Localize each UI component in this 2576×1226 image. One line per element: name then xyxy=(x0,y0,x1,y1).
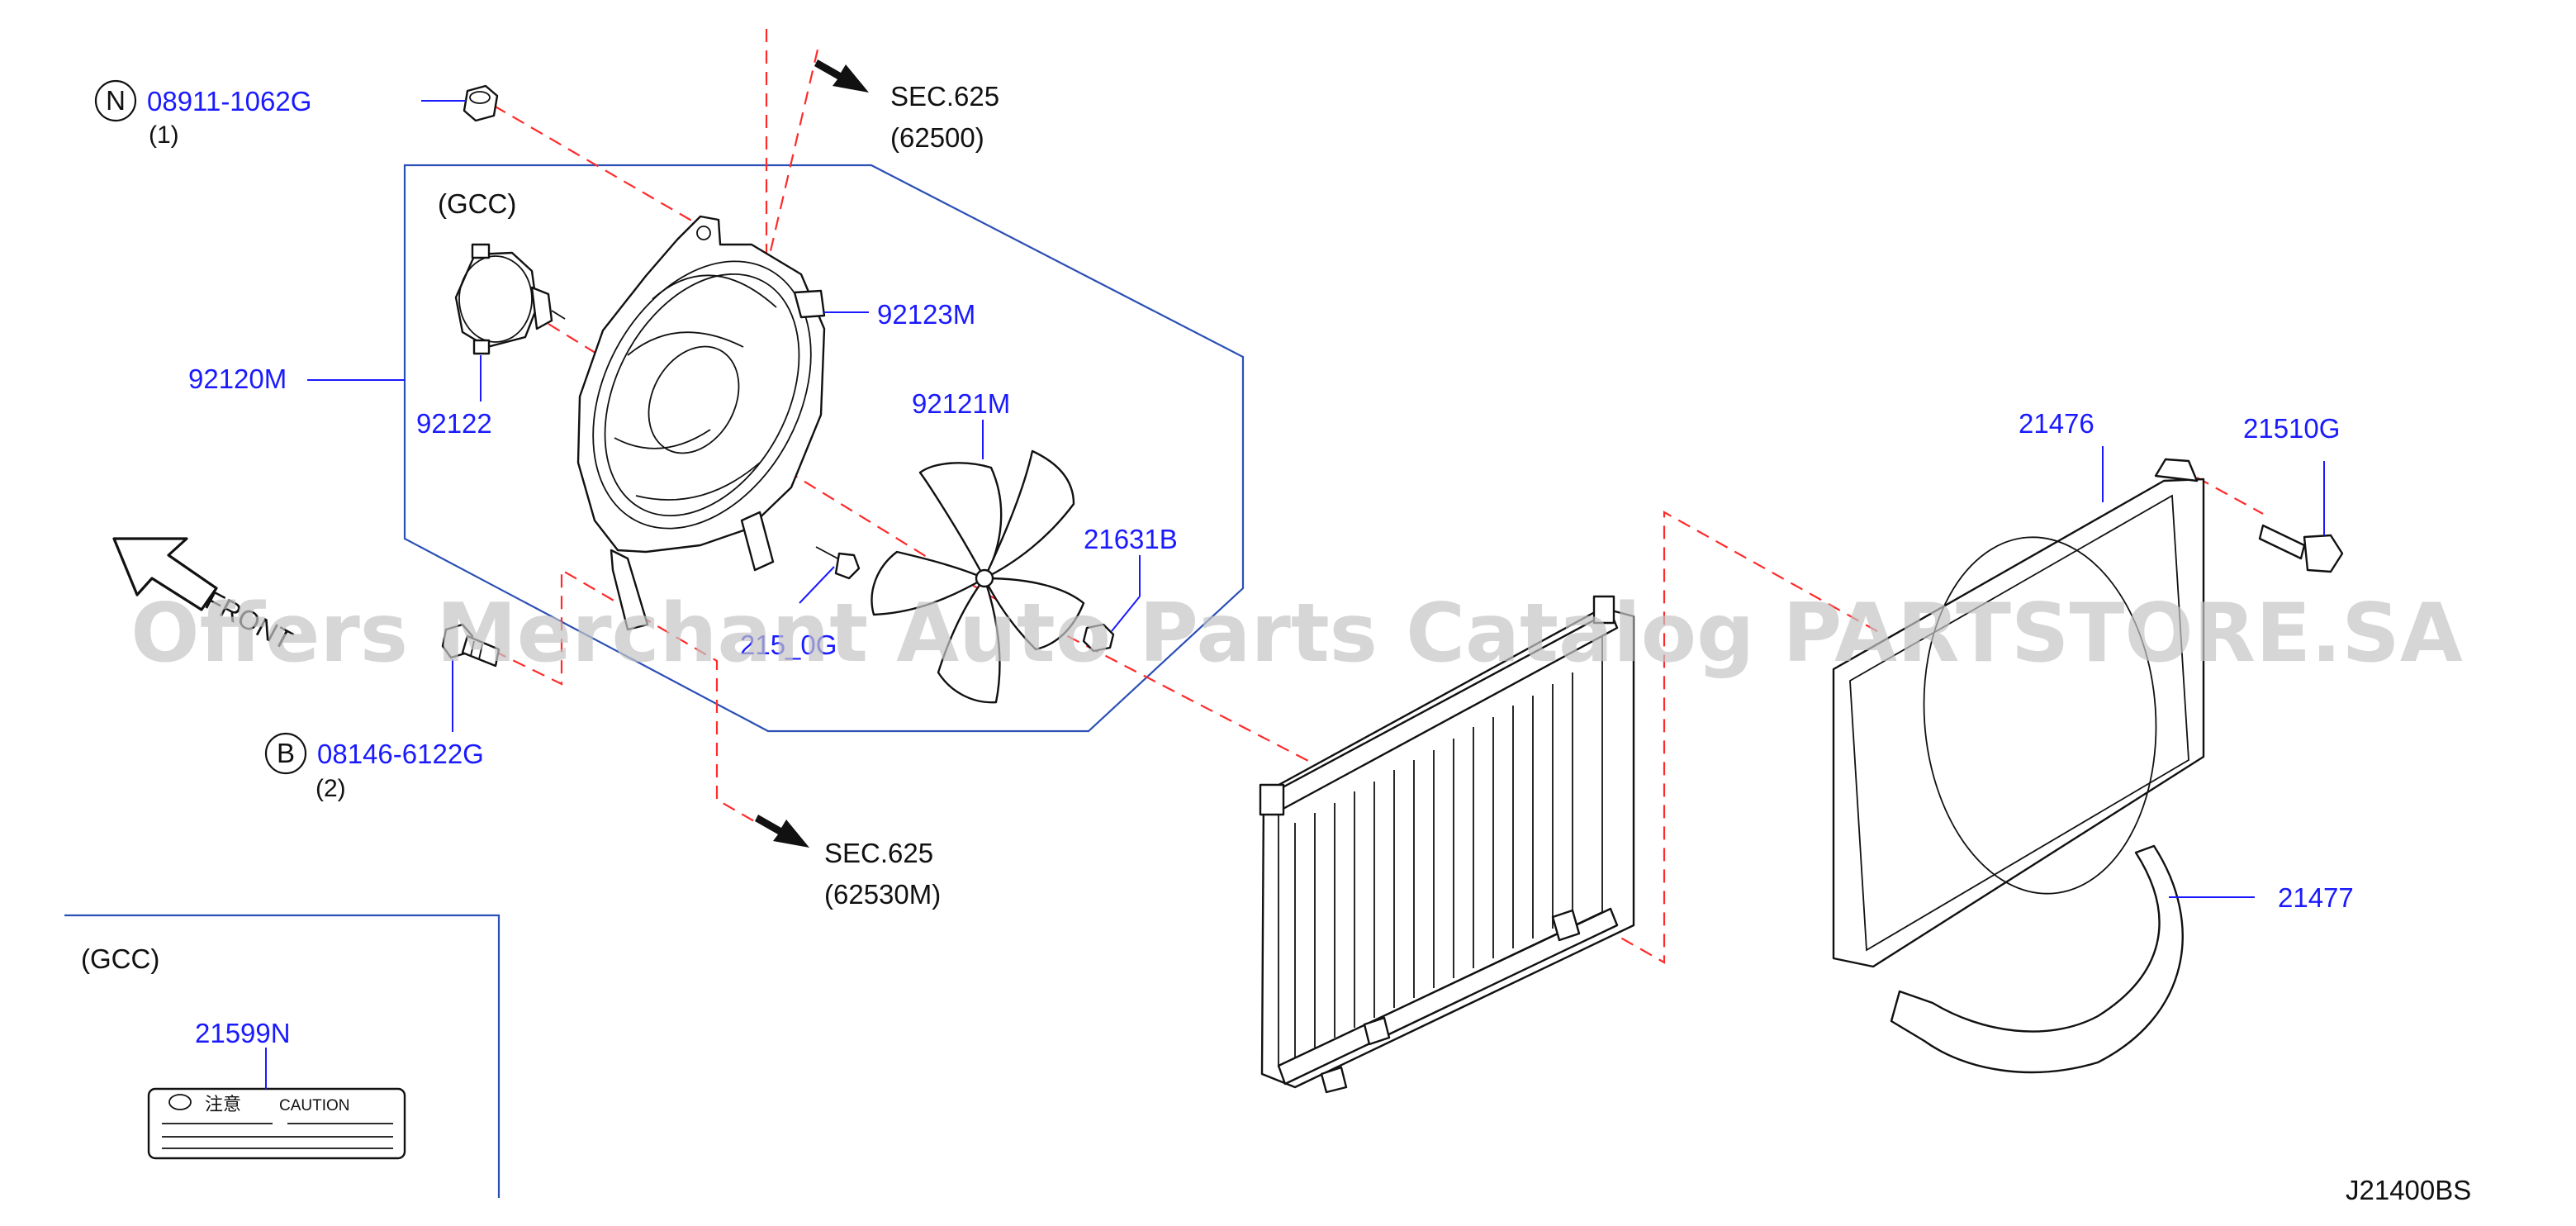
bolt-symbol-circle xyxy=(264,732,307,775)
gcc-note-bottom: (GCC) xyxy=(81,943,159,974)
fan-nut-icon xyxy=(1082,623,1115,653)
upper-shroud-icon xyxy=(1832,458,2205,968)
arrow-sec-bottom xyxy=(755,815,809,848)
part-number-215-0G[interactable]: 215_0G xyxy=(740,630,837,660)
nut-quantity: (1) xyxy=(149,121,179,149)
part-number-nut[interactable]: 08911-1062G xyxy=(147,86,311,116)
part-number-21477[interactable]: 21477 xyxy=(2278,882,2354,913)
gcc-note-top: (GCC) xyxy=(438,188,516,219)
section-ref-bottom[interactable]: SEC.625 xyxy=(824,838,933,868)
part-number-21510G[interactable]: 21510G xyxy=(2243,413,2340,444)
bolt-symbol: B xyxy=(277,738,295,768)
part-number-92121M[interactable]: 92121M xyxy=(912,388,1010,419)
fan-assembly-group-box xyxy=(403,164,1245,733)
bolt-08146-icon xyxy=(441,623,500,668)
part-number-21599N[interactable]: 21599N xyxy=(195,1018,291,1048)
section-ref-top[interactable]: SEC.625 xyxy=(890,81,999,112)
gcc-label-group-box xyxy=(64,914,500,1198)
caution-label-en: CAUTION xyxy=(279,1097,350,1114)
fan-motor-icon xyxy=(454,243,566,355)
watermark: Offers Merchant Auto Parts Catalog PARTS… xyxy=(130,587,2463,681)
part-number-bolt[interactable]: 08146-6122G xyxy=(317,739,484,769)
part-number-21476[interactable]: 21476 xyxy=(2019,408,2094,439)
radiator-icon xyxy=(1259,595,1635,1094)
section-ref-bottom-code: (62530M) xyxy=(824,879,941,910)
fan-blade-icon xyxy=(871,449,1085,704)
arrow-sec-top xyxy=(814,59,869,93)
bolt-quantity: (2) xyxy=(315,775,346,802)
nut-symbol: N xyxy=(106,85,126,116)
caution-label-icon xyxy=(147,1087,406,1160)
part-number-92123M[interactable]: 92123M xyxy=(877,299,975,330)
part-number-92122[interactable]: 92122 xyxy=(416,408,492,439)
section-ref-top-code: (62500) xyxy=(890,122,984,153)
small-bolt-icon xyxy=(815,546,861,580)
caution-label-jp: 注意 xyxy=(205,1094,241,1114)
diagram-code: J21400BS xyxy=(2346,1175,2471,1205)
lower-shroud-icon xyxy=(1890,844,2184,1074)
nut-symbol-circle xyxy=(94,79,137,122)
leader-215_0G xyxy=(799,566,835,604)
nut-08911-icon xyxy=(463,84,499,122)
part-number-92120M[interactable]: 92120M xyxy=(188,364,287,394)
front-arrow-icon xyxy=(112,537,218,611)
fan-shroud-icon xyxy=(576,215,826,631)
clip-21510G-icon xyxy=(2258,524,2344,573)
part-number-21631B[interactable]: 21631B xyxy=(1084,524,1178,554)
